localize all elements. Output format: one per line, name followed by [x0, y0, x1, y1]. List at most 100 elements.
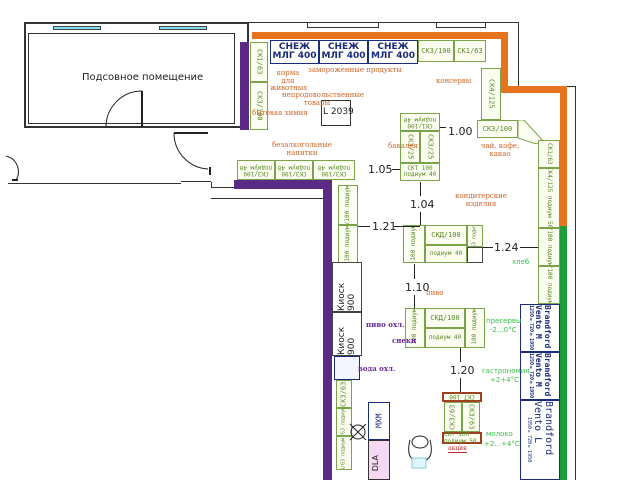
door-swing[interactable]	[170, 125, 215, 175]
shelf-unit[interactable]: СКТ 100 подиум 40	[400, 163, 440, 181]
temp-preserves: -2...0°C	[490, 326, 517, 334]
shelf-unit[interactable]: СК1/63	[454, 40, 486, 62]
kiosk[interactable]: Киоск 900	[332, 262, 362, 312]
dimension-arrow	[460, 348, 461, 362]
temp-gastronomy: +2+4°C	[490, 376, 520, 384]
dimension-arrow	[483, 247, 493, 248]
wall-line	[212, 187, 234, 188]
shelf-unit[interactable]: СК1/100 подиум 40	[400, 113, 440, 131]
zone-label-household: бытовая химия	[252, 109, 308, 117]
promo-label: акция	[448, 445, 467, 453]
shelf-unit[interactable]: подиум 40	[425, 245, 467, 263]
dimension-arrow	[394, 226, 420, 227]
zone-label-grocery: бакалея	[388, 142, 418, 150]
shelf-unit[interactable]: СК3/100	[418, 40, 454, 62]
wall-line	[8, 183, 181, 184]
cashier-chair-icon	[349, 423, 367, 441]
shelf-unit[interactable]: СК1/63 подиум 40	[467, 225, 483, 247]
zone-label-water-cold: вода охл.	[358, 364, 396, 373]
shelf-unit[interactable]: СК3/63	[336, 380, 352, 408]
fridge-name: Brandford Vento M	[534, 305, 552, 349]
top-window	[307, 22, 379, 28]
cashier-figure-icon	[408, 435, 432, 469]
fridge-small[interactable]	[334, 356, 360, 380]
dimension-label: 1.05	[368, 163, 393, 176]
door-swing[interactable]	[100, 85, 150, 135]
temp-milk: +2...+4°C	[484, 440, 520, 448]
shelf-unit[interactable]: СК3/100 подиум 40	[275, 160, 313, 180]
window	[159, 26, 207, 30]
shelf-unit[interactable]: СК1/63	[538, 140, 560, 168]
zone-label-pet-food: корма для животных	[270, 69, 308, 93]
dimension-arrow	[358, 226, 370, 227]
zone-label-nonfood: непродовольственные товары	[282, 91, 365, 107]
shelf-unit[interactable]: СК3/100 подиум 40	[313, 160, 355, 180]
shelf-unit[interactable]: СК3/100	[477, 120, 518, 138]
mxm-label: МХМ	[374, 413, 384, 429]
cash-register[interactable]	[321, 100, 351, 126]
wall-line	[181, 181, 211, 182]
shelf-unit[interactable]: СК3/25	[420, 131, 440, 163]
freezer-brand: СНЕЖ	[327, 41, 360, 52]
freezer-model: МЛГ 400	[272, 51, 317, 61]
dimension-arrow	[420, 182, 421, 196]
purple-wall-left	[240, 42, 249, 130]
shelf-unit[interactable]: СКД/100	[425, 308, 465, 328]
shelf-unit[interactable]: СК3/100 подиум 40	[338, 185, 358, 225]
shelf-unit[interactable]: СК4/125	[481, 68, 501, 120]
shelf-unit[interactable]: СК3/100 подиум 40	[538, 228, 560, 266]
outer-wall	[518, 22, 519, 86]
freezer-brand: СНЕЖ	[377, 41, 409, 52]
shelf-unit[interactable]: СКТ 100 подиум 40	[465, 308, 485, 348]
zone-label-canned: консервы	[436, 77, 472, 85]
zone-label-confectionery: кондитерские изделия	[455, 192, 507, 208]
fridge-name: Brandford Vento L	[532, 401, 554, 456]
shelf-unit[interactable]: СКТ 100	[442, 392, 482, 402]
mxm-fridge[interactable]: МХМ	[368, 402, 390, 440]
dimension-label: 1.21	[372, 220, 397, 233]
shelf-unit[interactable]: СК3/25	[400, 131, 420, 163]
shelf-unit[interactable]: СКТ 100 подиум 50	[442, 431, 482, 445]
fridge-size: 1250×720×1950	[528, 305, 534, 351]
purple-wall-mid	[234, 180, 332, 189]
shelf-unit[interactable]: СКТ 100 подиум 40	[403, 225, 425, 263]
door-swing[interactable]	[4, 154, 24, 184]
orange-wall-right	[560, 86, 567, 226]
window	[53, 26, 101, 30]
shelf-unit[interactable]: СК3/100 подиум 40	[237, 160, 275, 180]
zone-label-beer: пиво	[426, 289, 444, 297]
zone-label-gastronomy: гастрономия	[482, 367, 530, 375]
freezer-model: МЛГ 400	[370, 51, 416, 61]
shelf-unit[interactable]: СК3/63	[462, 402, 480, 432]
freezer-model: МЛГ 400	[321, 51, 366, 61]
zone-label-soft-drinks: безалкогольные напитки	[272, 141, 332, 157]
shelf-unit[interactable]: подиум 40	[425, 328, 465, 348]
zone-label-preserves: пресервы	[486, 317, 522, 325]
dimension-arrow	[414, 295, 415, 308]
zone-label-tea: чай, кофе, какао	[480, 142, 520, 158]
shelf-unit[interactable]: СК1/63	[250, 42, 268, 82]
shelf-unit[interactable]: СК4/125 подиум 50	[538, 168, 560, 228]
shelf-unit[interactable]: СК3/100 подиум 40	[538, 266, 560, 304]
shelf-unit[interactable]: СК3/63	[444, 402, 462, 432]
dimension-label: 1.20	[450, 364, 475, 377]
shelf-unit-empty[interactable]	[467, 247, 483, 263]
shelf-unit[interactable]: СК3/100 подиум 40	[338, 225, 358, 265]
orange-wall-top	[252, 32, 508, 39]
utility-room-inner	[28, 33, 235, 124]
utility-room-label: Подсовное помещение	[82, 72, 204, 83]
outer-wall	[249, 22, 519, 23]
cash-register-label: L 2039	[323, 107, 354, 117]
shelf-unit[interactable]: СК3/100	[250, 82, 268, 130]
shelf-unit[interactable]: СКД/100	[425, 225, 467, 245]
kiosk[interactable]: Киоск 900	[332, 312, 362, 356]
dimension-arrow	[392, 169, 400, 170]
freezer-brand: СНЕЖ	[278, 41, 311, 52]
dimension-arrow	[414, 264, 415, 279]
